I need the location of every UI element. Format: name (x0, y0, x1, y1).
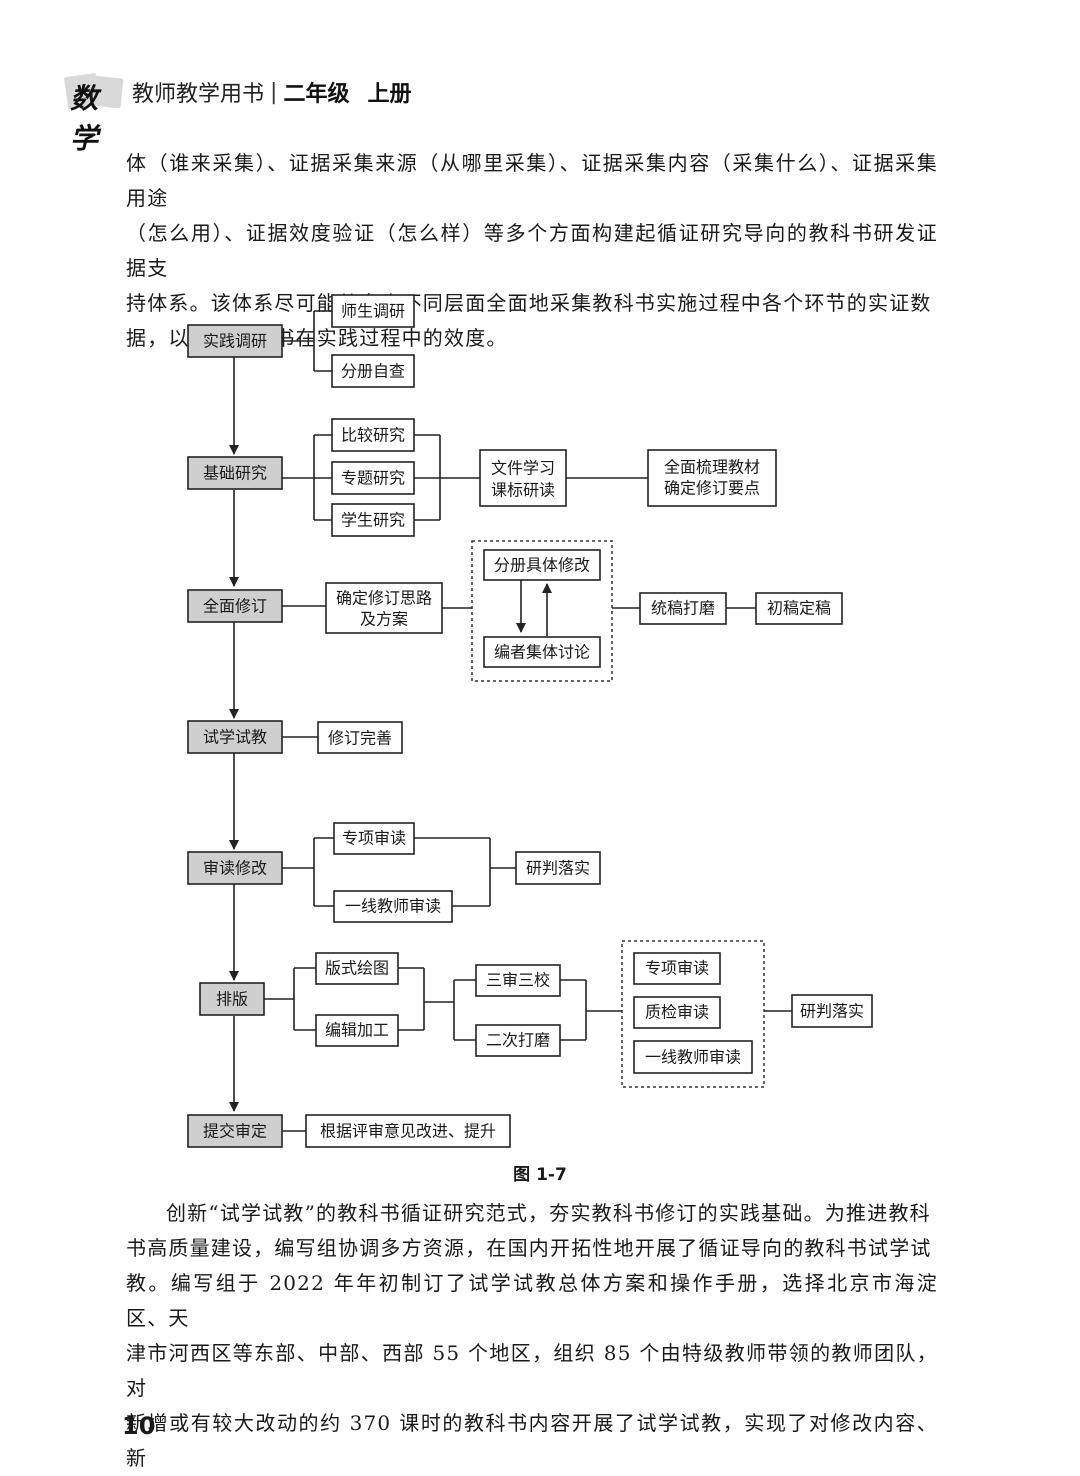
volume-revision-box: 分册具体修改 (483, 549, 601, 581)
text-line: 书高质量建设，编写组协调多方资源，在国内开拓性地开展了循证导向的教科书试学试 (126, 1236, 932, 1260)
stage-label: 实践调研 (203, 332, 267, 351)
stage-label: 基础研究 (203, 464, 267, 483)
comprehensive-review-box: 全面梳理教材 确定修订要点 (647, 449, 777, 507)
special-review-box: 专项审读 (333, 822, 415, 855)
svg-text:初稿定稿: 初稿定稿 (767, 599, 831, 618)
figure-caption: 图 1-7 (513, 1165, 567, 1185)
stage-label: 全面修订 (203, 597, 267, 616)
first-draft-box: 初稿定稿 (755, 592, 843, 625)
second-polish-box: 二次打磨 (475, 1024, 561, 1057)
layout-special-review-box: 专项审读 (633, 952, 721, 985)
basic-item: 比较研究 (331, 418, 415, 452)
svg-text:研判落实: 研判落实 (526, 859, 590, 878)
revision-plan-box: 确定修订思路 及方案 (325, 582, 443, 634)
review-implement-box: 研判落实 (515, 851, 601, 885)
book-title: 教师教学用书 (132, 82, 265, 107)
layout-drawing-box: 版式绘图 (315, 952, 399, 985)
running-header: 数学 教师教学用书 | 二年级 上册 (63, 70, 412, 155)
svg-text:确定修订要点: 确定修订要点 (664, 479, 760, 498)
stage-trial-teaching: 试学试教 (187, 720, 283, 754)
stage-label: 提交审定 (203, 1122, 267, 1141)
svg-text:课标研读: 课标研读 (491, 481, 555, 500)
stage-review: 审读修改 (187, 851, 283, 885)
svg-text:分册自查: 分册自查 (341, 362, 405, 381)
basic-item: 学生研究 (331, 503, 415, 537)
svg-text:研判落实: 研判落实 (800, 1002, 864, 1021)
editor-discussion-box: 编者集体讨论 (483, 636, 601, 668)
page-number: 10 (122, 1412, 156, 1440)
document-study-box: 文件学习 课标研读 (479, 449, 567, 507)
revision-dashed-group (471, 540, 613, 682)
stage-label: 审读修改 (203, 859, 267, 878)
brand-logo: 数学 (63, 72, 124, 155)
grade-label: 二年级 (283, 82, 350, 107)
brand-text: 数学 (70, 82, 101, 155)
svg-text:编辑加工: 编辑加工 (325, 1021, 389, 1040)
header-separator: | (270, 79, 278, 105)
teacher-review-box: 一线教师审读 (333, 890, 453, 923)
svg-text:比较研究: 比较研究 (341, 426, 405, 445)
editing-box: 编辑加工 (315, 1014, 399, 1047)
svg-text:三审三校: 三审三校 (486, 971, 550, 990)
svg-text:编者集体讨论: 编者集体讨论 (494, 643, 590, 662)
trial-refine-box: 修订完善 (317, 721, 403, 754)
svg-text:专项审读: 专项审读 (342, 829, 406, 848)
text-line: 津市河西区等东部、中部、西部 55 个地区，组织 85 个由特级教师带领的教师团… (126, 1341, 938, 1400)
three-review-box: 三审三校 (475, 964, 561, 997)
svg-text:修订完善: 修订完善 (328, 729, 392, 748)
svg-text:全面梳理教材: 全面梳理教材 (664, 458, 760, 477)
practice-item: 分册自查 (331, 354, 415, 388)
text-line: 持体系。该体系尽可能从多个不同层面全面地采集教科书实施过程中各个环节的实证数 (126, 291, 932, 315)
svg-text:版式绘图: 版式绘图 (325, 959, 389, 978)
text-line: （怎么用）、证据效度验证（怎么样）等多个方面构建起循证研究导向的教科书研发证据支 (126, 221, 938, 280)
practice-item: 师生调研 (331, 294, 415, 328)
basic-branch (282, 434, 648, 521)
consolidation-box: 统稿打磨 (639, 592, 727, 625)
svg-text:文件学习: 文件学习 (491, 459, 555, 478)
stage-practice: 实践调研 (187, 324, 283, 358)
svg-text:学生研究: 学生研究 (341, 511, 405, 530)
flowchart-diagram: 实践调研 基础研究 全面修订 试学试教 审读修改 排版 提交审定 师生调研 分册… (187, 294, 873, 1148)
svg-text:专题研究: 专题研究 (341, 469, 405, 488)
text-line: 新增或有较大改动的约 370 课时的教科书内容开展了试学试教，实现了对修改内容、… (126, 1411, 938, 1470)
revision-branch (282, 580, 756, 636)
submit-improve-box: 根据评审意见改进、提升 (305, 1114, 511, 1148)
review-branch (282, 837, 516, 907)
stage-typesetting: 排版 (199, 982, 265, 1016)
svg-text:专项审读: 专项审读 (645, 959, 709, 978)
svg-text:及方案: 及方案 (360, 610, 408, 629)
svg-text:分册具体修改: 分册具体修改 (494, 556, 590, 575)
text-line: 体（谁来采集）、证据采集来源（从哪里采集）、证据采集内容（采集什么）、证据采集用… (126, 151, 938, 210)
stage-label: 排版 (216, 990, 248, 1009)
svg-text:一线教师审读: 一线教师审读 (345, 897, 441, 916)
layout-branch (264, 967, 792, 1041)
svg-text:一线教师审读: 一线教师审读 (645, 1048, 741, 1067)
volume-label: 上册 (367, 82, 412, 107)
stage-basic-research: 基础研究 (187, 456, 283, 490)
practice-branch (282, 310, 332, 372)
stage-submission: 提交审定 (187, 1114, 283, 1148)
basic-item: 专题研究 (331, 461, 415, 495)
svg-text:二次打磨: 二次打磨 (486, 1031, 550, 1050)
paragraph-bottom: 创新“试学试教”的教科书循证研究范式，夯实教科书修订的实践基础。为推进教科 书高… (126, 1196, 938, 1476)
svg-text:统稿打磨: 统稿打磨 (651, 599, 715, 618)
layout-teacher-review-box: 一线教师审读 (633, 1040, 753, 1074)
svg-text:质检审读: 质检审读 (645, 1003, 709, 1022)
svg-text:确定修订思路: 确定修订思路 (336, 589, 432, 608)
text-line: 教。编写组于 2022 年年初制订了试学试教总体方案和操作手册，选择北京市海淀区… (126, 1271, 938, 1330)
stage-full-revision: 全面修订 (187, 589, 283, 623)
svg-text:师生调研: 师生调研 (341, 302, 405, 321)
svg-text:根据评审意见改进、提升: 根据评审意见改进、提升 (320, 1122, 496, 1141)
stage-label: 试学试教 (203, 728, 267, 747)
layout-implement-box: 研判落实 (791, 994, 873, 1028)
text-line: 创新“试学试教”的教科书循证研究范式，夯实教科书修订的实践基础。为推进教科 (166, 1201, 931, 1225)
quality-review-box: 质检审读 (633, 996, 721, 1029)
